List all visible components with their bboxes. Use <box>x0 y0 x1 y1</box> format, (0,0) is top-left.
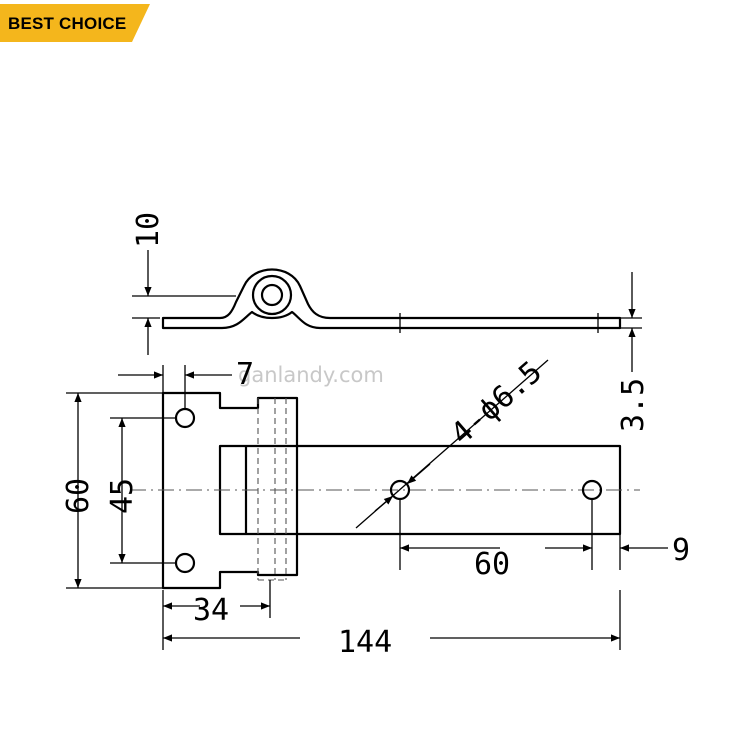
badge-label: BEST CHOICE <box>8 14 127 33</box>
side-view-outline <box>161 268 622 330</box>
dim-overall-height: 60 <box>61 478 96 514</box>
hole-bottom-left <box>174 552 196 574</box>
side-view: 10 3.5 <box>131 212 651 432</box>
side-pin-inner <box>260 283 284 307</box>
dim-thickness: 3.5 <box>616 378 651 432</box>
dim-side-height: 10 <box>131 212 166 248</box>
dim-hole-spacing-vertical: 45 <box>105 478 140 514</box>
dim-hole-callout: 4-ϕ6.5 <box>444 355 549 453</box>
hole-leader-arrow-in <box>374 495 394 512</box>
hole-leader-arrow-out <box>406 463 431 485</box>
dim-top-lug: 7 <box>236 357 254 392</box>
watermark-text: ganlandy.com <box>238 363 384 387</box>
best-choice-badge: BEST CHOICE <box>0 4 150 42</box>
left-leaf-outline <box>161 391 299 590</box>
dimension-annotations: 7 60 45 4-ϕ6.5 60 9 34 <box>61 355 690 660</box>
dim-overall-length: 144 <box>338 625 392 660</box>
front-view <box>130 391 640 590</box>
dim-hole-spacing-horizontal: 60 <box>474 547 510 582</box>
dim-end-offset: 9 <box>672 533 690 568</box>
dim-leaf-width: 34 <box>193 593 229 628</box>
hole-top-left <box>174 407 196 429</box>
side-pin-outer <box>251 274 293 316</box>
